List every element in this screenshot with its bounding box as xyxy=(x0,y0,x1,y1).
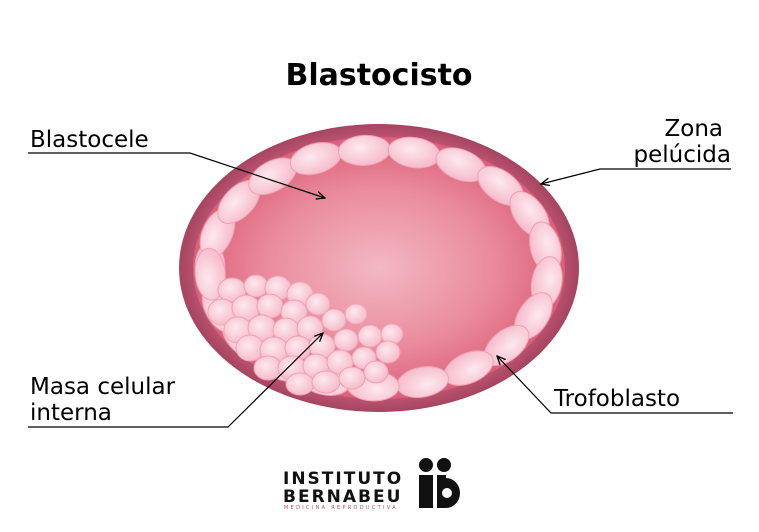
instituto-bernabeu-logo: INSTITUTO BERNABEU MEDICINA REPRODUCTIVA xyxy=(283,458,460,511)
label-masa-line2: interna xyxy=(30,400,112,426)
label-zona-line2: pelúcida xyxy=(634,142,731,168)
inner-mass-cell xyxy=(357,324,383,348)
label-zona-line1: Zona xyxy=(665,116,724,142)
inner-mass-cell xyxy=(311,370,341,394)
pointer-masa xyxy=(28,333,323,428)
inner-mass-cell xyxy=(344,303,368,325)
inner-mass-cell xyxy=(375,340,401,364)
inner-mass-cell xyxy=(321,308,347,332)
pointer-trofoblasto xyxy=(497,356,733,414)
label-blastocele: Blastocele xyxy=(30,127,149,153)
inner-mass-cell xyxy=(338,366,366,390)
logo-tagline: MEDICINA REPRODUCTIVA xyxy=(284,505,398,511)
inner-mass-cell xyxy=(363,360,389,384)
label-trofoblasto: Trofoblasto xyxy=(553,386,680,412)
ib-monogram-icon xyxy=(419,458,460,508)
inner-mass-cell xyxy=(256,293,284,319)
logo-line1: INSTITUTO xyxy=(283,469,403,489)
inner-mass-cell xyxy=(305,292,331,316)
diagram-title: Blastocisto xyxy=(285,58,472,93)
trophoblast-cell xyxy=(194,247,226,301)
pointer-blastocele xyxy=(28,152,325,198)
inner-mass-cell xyxy=(243,274,269,298)
inner-mass-cell xyxy=(333,328,359,352)
inner-mass-cell xyxy=(285,372,315,396)
logo-line2: BERNABEU xyxy=(283,487,402,507)
pointer-zona xyxy=(541,168,731,184)
label-masa-line1: Masa celular xyxy=(30,374,176,400)
